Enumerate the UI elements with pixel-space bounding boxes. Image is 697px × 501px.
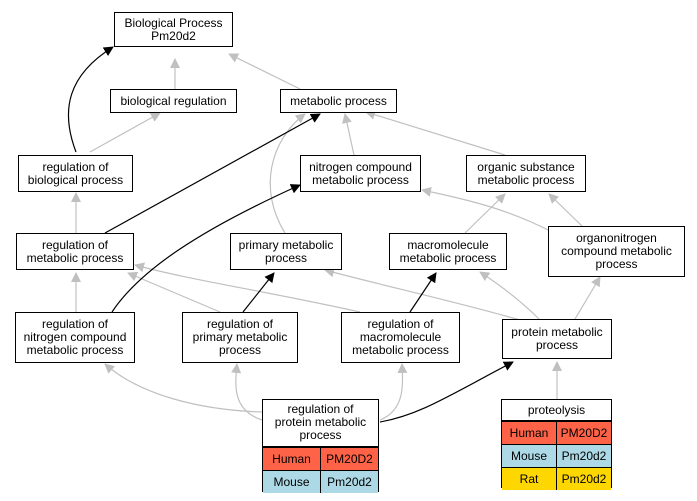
node-title: proteolysis <box>502 400 611 421</box>
edge-regprotein-protein <box>379 361 514 423</box>
species-row-rat: Rat Pm20d2 <box>502 467 611 490</box>
species-row-human: Human PM20D2 <box>263 447 378 470</box>
edge-regprimary-primary <box>242 272 275 313</box>
species-label: Human <box>502 422 556 444</box>
node-regulation-nitrogen-compound[interactable]: regulation of nitrogen compound metaboli… <box>15 312 135 363</box>
edge-macromol-organic <box>464 193 506 234</box>
edge-regmacro-regmet <box>134 262 361 313</box>
node-regulation-primary-metabolic[interactable]: regulation of primary metabolic process <box>182 312 298 363</box>
node-proteolysis[interactable]: proteolysis Human PM20D2 Mouse Pm20d2 Ra… <box>501 399 612 490</box>
node-regulation-metabolic-process[interactable]: regulation of metabolic process <box>16 233 134 270</box>
node-macromolecule-metabolic[interactable]: macromolecule metabolic process <box>389 233 507 270</box>
species-label: Rat <box>502 468 556 490</box>
species-label: Mouse <box>502 445 556 467</box>
gene-label: PM20D2 <box>556 422 611 444</box>
edge-regbio-root <box>67 46 114 153</box>
edge-organonitro-organic <box>548 193 583 227</box>
node-regulation-macromolecule-metabolic[interactable]: regulation of macromolecule metabolic pr… <box>341 312 460 363</box>
gene-label: Pm20d2 <box>556 468 611 490</box>
node-biological-process-root[interactable]: Biological Process Pm20d2 <box>114 12 233 47</box>
edge-regbio-bioreg <box>89 112 161 153</box>
edge-organic-metabolic <box>365 109 506 156</box>
species-row-human: Human PM20D2 <box>502 421 611 444</box>
gene-label: PM20D2 <box>320 448 378 470</box>
species-row-mouse: Mouse Pm20d2 <box>502 444 611 467</box>
node-title: regulation of protein metabolic process <box>263 400 378 447</box>
edge-metabolic-root <box>228 53 301 90</box>
gene-label: Pm20d2 <box>556 445 611 467</box>
edge-regprotein-regprimary <box>231 363 263 421</box>
node-metabolic-process[interactable]: metabolic process <box>280 89 397 113</box>
node-protein-metabolic-process[interactable]: protein metabolic process <box>502 319 612 359</box>
edge-regprimary-regmet <box>127 271 221 313</box>
edge-regprotein-regnitro <box>104 363 263 413</box>
node-nitrogen-compound-metabolic[interactable]: nitrogen compound metabolic process <box>300 155 421 192</box>
node-biological-regulation[interactable]: biological regulation <box>110 89 237 113</box>
node-primary-metabolic-process[interactable]: primary metabolic process <box>230 233 342 270</box>
edge-regprotein-regmacro <box>379 363 408 421</box>
node-organonitrogen-compound-metabolic[interactable]: organonitrogen compound metabolic proces… <box>548 226 685 277</box>
edge-regmet-metabolic <box>104 113 321 234</box>
edge-protein-primary <box>324 267 521 321</box>
edge-organonitro-nitrogen <box>421 186 553 233</box>
node-regulation-protein-metabolic[interactable]: regulation of protein metabolic process … <box>262 399 379 493</box>
edge-nitrogen-metabolic <box>342 113 355 156</box>
species-row-mouse: Mouse Pm20d2 <box>263 470 378 493</box>
gene-label: Pm20d2 <box>320 471 378 493</box>
edge-protein-macromol <box>479 271 541 321</box>
edge-regnitro-nitrogen <box>111 184 301 313</box>
edge-regmacro-macromol <box>409 272 437 313</box>
species-label: Human <box>263 448 320 470</box>
edge-protein-organonitro <box>574 276 601 320</box>
edge-primary-metabolic <box>269 113 306 234</box>
species-label: Mouse <box>263 471 320 493</box>
node-organic-substance-metabolic[interactable]: organic substance metabolic process <box>466 155 586 192</box>
node-regulation-biological-process[interactable]: regulation of biological process <box>18 155 133 192</box>
